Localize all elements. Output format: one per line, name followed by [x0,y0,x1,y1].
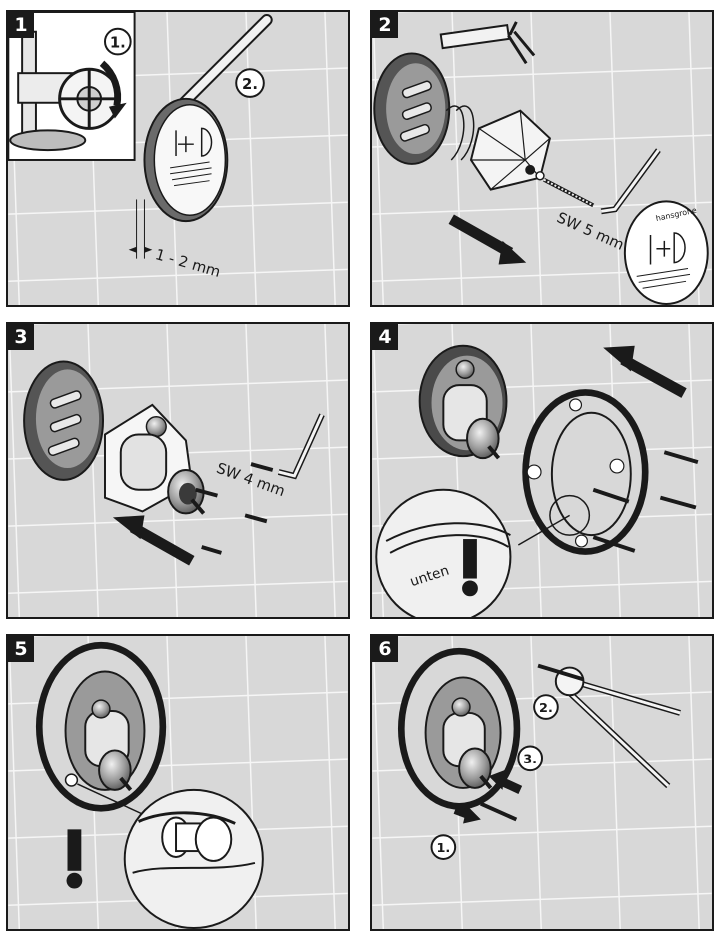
step-4-panel: unten 4 [370,322,714,619]
step-5-panel: 5 [6,634,350,931]
step-1-illustration: 1. 2. 1 - 2 mm [8,12,348,305]
step-3-number: 3 [8,324,34,350]
step-2-panel: SW 5 mm hansgrohe 2 [370,10,714,307]
step-1-number: 1 [8,12,34,38]
sub-step-2-label: 2. [242,76,258,93]
exclamation-icon [66,829,83,889]
step-3-panel: SW 4 mm 3 [6,322,350,619]
step-4-number: 4 [372,324,398,350]
sub-step-2-label: 2. [539,701,553,716]
step-1-panel: 1. 2. 1 - 2 mm 1 [6,10,350,307]
step-5-illustration [8,636,348,929]
step-4-illustration: unten [372,324,712,617]
sub-step-1-label: 1. [110,35,126,52]
step-6-illustration: 2. 3. 1. [372,636,712,929]
sub-step-3-label: 3. [523,752,537,767]
exclamation-icon [462,539,478,597]
step-5-number: 5 [8,636,34,662]
step-3-illustration: SW 4 mm [8,324,348,617]
step-6-number: 6 [372,636,398,662]
step-2-illustration: SW 5 mm hansgrohe [372,12,712,305]
step-6-panel: 2. 3. 1. 6 [370,634,714,931]
step-2-number: 2 [372,12,398,38]
sub-step-1-label: 1. [436,841,450,856]
